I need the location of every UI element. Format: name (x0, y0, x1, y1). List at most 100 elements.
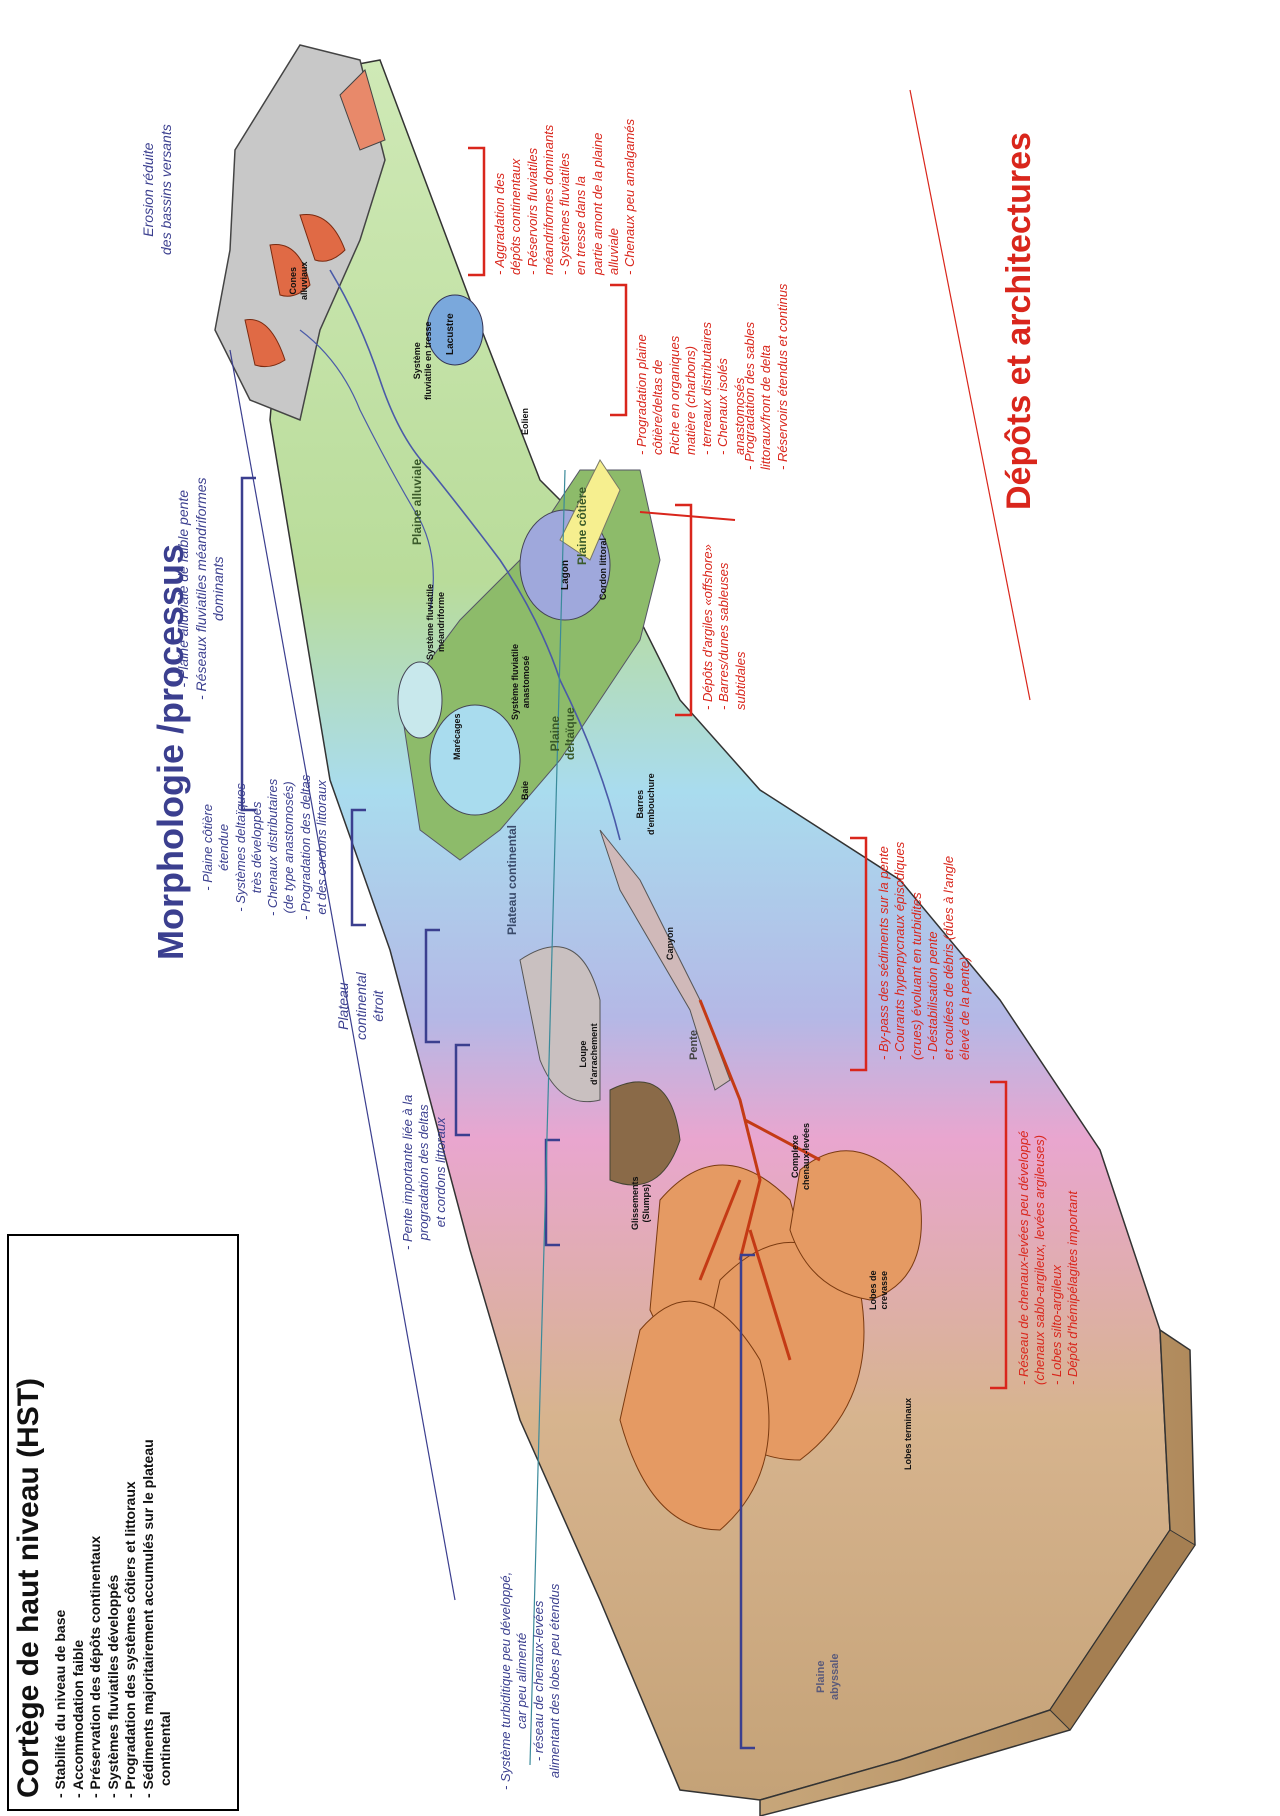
note-alluvial: - Plaine alluviale de faible pente - Rés… (175, 477, 228, 700)
note-line: dépôts continentaux (508, 119, 524, 275)
note-line: et des cordons littoraux (314, 775, 330, 920)
label-plateau: Plateau continental (505, 825, 519, 935)
note-line: - Plaine côtière (200, 775, 216, 920)
note-line: - Progradation des deltas (298, 775, 314, 920)
label-line: Système fluviatile (510, 644, 521, 720)
note-line: littoraux/front de delta (758, 284, 774, 470)
note-line: étroit (370, 972, 388, 1040)
label-lobes-crevasse: Lobes de crevasse (868, 1270, 891, 1310)
label-line: Barres (635, 773, 646, 835)
note-line: - Chenaux peu amalgamés (622, 119, 638, 275)
note-offshore-deposits: - Dépôts d'argiles «offshore» - Barres/d… (700, 544, 749, 710)
baie-water (430, 705, 520, 815)
label-line: anastomosé (521, 644, 532, 720)
label-line: Plaine (815, 1654, 829, 1700)
label-braided: Système fluviatile en tresse (412, 321, 435, 400)
note-coastal-deposits: - Progradation plaine côtière/deltas de … (634, 322, 748, 455)
note-line: - Systèmes deltaïques (233, 775, 249, 920)
note-turbidite: - Système turbiditique peu développé, ca… (498, 1572, 563, 1790)
label-line: d'arrachement (589, 1023, 600, 1085)
note-line: (de type anastomosés) (281, 775, 297, 920)
note-line: alluviale (606, 119, 622, 275)
note-line: - Pente importante liée à la (400, 1095, 416, 1250)
note-coastal: - Plaine côtière étendue - Systèmes delt… (200, 775, 330, 920)
note-line: - Aggradation des (492, 119, 508, 275)
label-lagon: Lagon (560, 560, 571, 590)
note-line: (crues) évoluant en turbidites (909, 842, 925, 1060)
label-line: méandriforme (436, 584, 447, 660)
label-lacustre: Lacustre (445, 313, 456, 355)
note-line: - Dépôts d'argiles «offshore» (700, 544, 716, 710)
note-turbidite-deposits: - Réseau de chenaux-levées peu développé… (1016, 1131, 1081, 1385)
note-line: - Chenaux isolés (715, 322, 731, 455)
note-line: dominants (210, 477, 228, 700)
note-line: subtidales (733, 544, 749, 710)
label-line: Système fluviatile (425, 584, 436, 660)
note-line: - Réseaux fluviatiles méandriformes (193, 477, 211, 700)
note-line: étendue (216, 775, 232, 920)
note-slope: - Pente importante liée à la progradatio… (400, 1095, 449, 1250)
note-line: des bassins versants (158, 124, 176, 255)
label-baie: Baie (520, 781, 530, 800)
label-plaine-abyssale: Plaine abyssale (815, 1654, 843, 1700)
label-loupe: Loupe d'arrachement (578, 1023, 601, 1085)
note-line: - Réservoirs étendus et continus (775, 284, 791, 470)
legend-item: continental (157, 1238, 175, 1798)
label-line: Lobes de (868, 1270, 879, 1310)
note-line: - Systèmes fluviatiles (557, 119, 573, 275)
note-line: élevé de la pente) (957, 842, 973, 1060)
sands-arrow (640, 512, 735, 520)
legend: Cortège de haut niveau (HST) - Stabilité… (8, 1230, 179, 1806)
note-line: - Système turbiditique peu développé, (498, 1572, 514, 1790)
note-line: Erosion réduite (140, 124, 158, 255)
label-line: Cones (288, 261, 299, 300)
label-plaine-alluviale: Plaine alluviale (410, 459, 424, 545)
note-line: Riche en organiques (667, 322, 683, 455)
label-plaine-cotiere: Plaine côtière (575, 487, 589, 565)
label-canyon: Canyon (665, 927, 675, 960)
note-line: (chenaux sablo-argileux, levées argileus… (1032, 1131, 1048, 1385)
note-line: - Courants hyperpycnaux épisodiques (892, 842, 908, 1060)
note-sands-deposits: - Progradation des sables littoraux/fron… (742, 284, 791, 470)
label-meandriform: Système fluviatile méandriforme (425, 584, 448, 660)
label-complexe: Complexe chenaux-levées (790, 1123, 813, 1190)
label-plaine-deltaique: Plaine deltaïque (548, 707, 578, 760)
note-line: progradation des deltas (416, 1095, 432, 1250)
label-glissements: Glissements (Slumps) (630, 1176, 653, 1230)
legend-item: - Systèmes fluviatiles développés (105, 1238, 123, 1798)
note-continental-deposits: - Aggradation des dépôts continentaux - … (492, 119, 638, 275)
note-line: et coulées de débris (dûes à l'angle (941, 842, 957, 1060)
note-line: très développés (249, 775, 265, 920)
label-line: abyssale (829, 1654, 843, 1700)
note-line: - Barres/dunes sableuses (716, 544, 732, 710)
note-line: matière (charbons) (683, 322, 699, 455)
note-line: - Déstabilisation pente (925, 842, 941, 1060)
label-lobes-terminaux: Lobes terminaux (903, 1398, 913, 1470)
label-line: Loupe (578, 1023, 589, 1085)
deposits-heading: Dépôts et architectures (1000, 132, 1039, 510)
note-line: - Dépôt d'hémipélagites important (1065, 1131, 1081, 1385)
label-line: Plaine (548, 707, 563, 760)
note-line: - Progradation plaine (634, 322, 650, 455)
label-line: (Slumps) (641, 1176, 652, 1230)
label-cordon: Cordon littoral (598, 538, 608, 600)
note-plateau: Plateau continental étroit (335, 972, 388, 1040)
note-line: méandriformes dominants (541, 119, 557, 275)
label-line: alluviaux (299, 261, 310, 300)
note-line: alimentant des lobes peu étendus (547, 1572, 563, 1790)
label-line: chenaux-levées (801, 1123, 812, 1190)
note-line: partie amont de la plaine (590, 119, 606, 275)
note-line: - terreaux distributaires (699, 322, 715, 455)
note-line: Plateau (335, 972, 353, 1040)
label-cones: Cones alluviaux (288, 261, 311, 300)
note-line: - Plaine alluviale de faible pente (175, 477, 193, 700)
label-line: deltaïque (563, 707, 578, 760)
note-line: en tresse dans la (573, 119, 589, 275)
legend-item: - Stabilité du niveau de base (52, 1238, 70, 1798)
note-line: - Chenaux distributaires (265, 775, 281, 920)
legend-item: - Préservation des dépôts continentaux (87, 1238, 105, 1798)
note-line: car peu alimenté (514, 1572, 530, 1790)
label-eolien: Eolien (520, 408, 530, 435)
note-line: - Réservoirs fluviatiles (525, 119, 541, 275)
